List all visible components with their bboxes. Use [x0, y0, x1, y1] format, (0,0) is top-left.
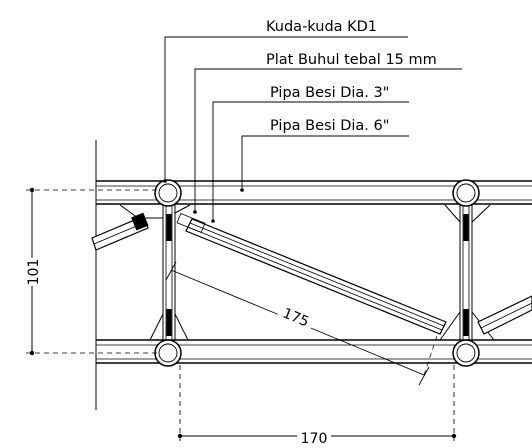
left-stub-diagonal [91, 212, 149, 251]
dimension-span-label: 170 [301, 431, 328, 447]
callout-gusset-plate-label: Plat Buhul tebal 15 mm [266, 52, 437, 68]
dimension-span: 170 [177, 365, 457, 447]
right-post-bolts [463, 214, 469, 336]
left-post-bolts [166, 214, 172, 336]
dimension-height: 101 [22, 187, 160, 356]
right-stub-diagonal [477, 295, 532, 335]
main-diagonal-pipe [176, 212, 447, 335]
dimension-height-label: 101 [26, 259, 42, 286]
joint-pipe-sections [154, 179, 480, 367]
gusset-plates [119, 204, 495, 341]
callout-leaders [164, 36, 462, 221]
callout-pipe-6-label: Pipa Besi Dia. 6" [270, 118, 389, 134]
dimension-diagonal: 175 [165, 261, 438, 386]
callout-pipe-3-label: Pipa Besi Dia. 3" [270, 85, 389, 101]
callout-truss-label: Kuda-kuda KD1 [266, 19, 377, 35]
callout-leader-dots [163, 179, 244, 223]
